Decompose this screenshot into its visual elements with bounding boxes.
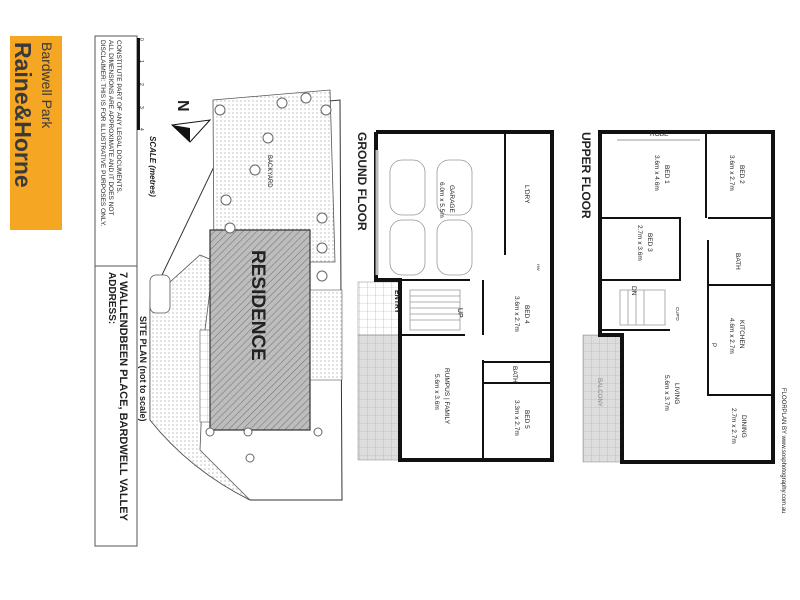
uf-robe-label: ROBE bbox=[650, 131, 669, 138]
gf-entry-label: ENTRY bbox=[393, 290, 400, 314]
uf-dining-size: 2.7m x 2.7m bbox=[730, 408, 737, 444]
footer-credit: FLOORPLAN BY www.sosphotography.com.au bbox=[780, 388, 786, 514]
scale-tick-3: 3 bbox=[138, 106, 144, 109]
uf-bed1-size: 3.6m x 4.6m bbox=[653, 155, 660, 191]
gf-bed5-name: BED 5 bbox=[523, 410, 530, 429]
backyard-label: BACKYARD bbox=[266, 155, 272, 188]
uf-walls bbox=[598, 130, 775, 464]
residence-label: RESIDENCE bbox=[247, 250, 268, 361]
site-plan-title: SITE PLAN (not to scale) bbox=[138, 316, 148, 422]
disclaimer-line-1: DISCLAIMER: THIS IS FOR ILLUSTRATIVE PUR… bbox=[99, 40, 106, 226]
uf-cupboard-label: CUP'D bbox=[675, 307, 680, 321]
uf-kitchen-name: KITCHEN bbox=[738, 320, 745, 349]
side-yard-area bbox=[307, 289, 343, 381]
gf-garage-size: 6.0m x 5.5m bbox=[438, 182, 445, 218]
uf-living-size: 5.6m x 3.7m bbox=[663, 375, 670, 411]
disclaimer-line-2: ALL DIMENSIONS ARE APPROXIMATE AND IT DO… bbox=[107, 40, 114, 215]
scale-tick-2: 2 bbox=[138, 83, 144, 86]
gf-rumpus-name: RUMPUS | FAMILY bbox=[443, 368, 450, 425]
gf-rumpus-size: 5.6m x 3.6m bbox=[433, 374, 440, 410]
tree-icons bbox=[205, 92, 332, 463]
gf-hw-label: HW bbox=[536, 264, 541, 271]
uf-balcony-label: BALCONY bbox=[596, 378, 602, 407]
uf-bath-name: BATH bbox=[734, 253, 741, 270]
scale-tick-0: 0 bbox=[138, 38, 144, 41]
uf-bed3-name: BED 3 bbox=[646, 233, 653, 252]
gf-patio-tiles bbox=[357, 334, 401, 461]
uf-dining-name: DINING bbox=[740, 415, 747, 438]
uf-bed3-size: 2.7m x 3.6m bbox=[636, 225, 643, 261]
north-label: N bbox=[174, 100, 191, 112]
site-plan: SITE PLAN (not to scale) N BACKYARD RESI… bbox=[138, 89, 343, 501]
balcony-area bbox=[582, 334, 623, 463]
gf-laundry-name: L'DRY bbox=[523, 185, 530, 204]
upper-floor-plan: UPPER FLOOR ROBE BED 1 3.6m x 4.6m BED 2… bbox=[579, 130, 775, 464]
uf-stairs bbox=[619, 289, 666, 326]
address-label: ADDRESS: bbox=[106, 272, 117, 324]
gf-fixtures bbox=[389, 159, 473, 331]
gf-bed4-name: BED 4 bbox=[523, 305, 530, 324]
uf-kitchen-size: 4.6m x 2.7m bbox=[728, 318, 735, 354]
residence-footprint bbox=[209, 229, 311, 431]
gf-garage-name: GARAGE bbox=[448, 185, 455, 213]
uf-stairs-label: DN bbox=[630, 286, 637, 296]
gf-stairs-label: UP bbox=[456, 308, 463, 318]
scale-title: SCALE (metres) bbox=[148, 136, 157, 197]
address-value: 7 WALLENDBEEN PLACE, BARDWELL VALLEY bbox=[117, 272, 129, 522]
gf-bath-name: BATH bbox=[511, 366, 518, 383]
ground-floor-title: GROUND FLOOR bbox=[355, 132, 369, 231]
uf-bed1-name: BED 1 bbox=[663, 165, 670, 184]
gf-bed4-size: 3.6m x 2.7m bbox=[513, 296, 520, 332]
north-arrow-icon: N bbox=[170, 100, 212, 143]
gf-bed5-size: 3.3m x 2.7m bbox=[513, 400, 520, 436]
uf-living-name: LIVING bbox=[673, 383, 680, 404]
raine-horne-logo: Raine&Horne Bardwell Park bbox=[10, 36, 62, 230]
scale-bar-line bbox=[137, 38, 140, 130]
info-box bbox=[94, 35, 138, 547]
logo-brand: Raine&Horne bbox=[10, 42, 36, 188]
scale-tick-4: 4 bbox=[138, 128, 144, 131]
uf-bed2-name: BED 2 bbox=[738, 165, 745, 184]
logo-office: Bardwell Park bbox=[39, 42, 55, 129]
scale-bar: 0 1 2 3 4 bbox=[137, 38, 144, 131]
upper-floor-title: UPPER FLOOR bbox=[579, 132, 593, 219]
uf-pantry-label: P bbox=[710, 343, 716, 347]
car-icon bbox=[149, 274, 171, 314]
scale-tick-1: 1 bbox=[138, 60, 144, 63]
ground-floor-plan: GROUND FLOOR ENTRY UP GARAGE 6.0m x 5.5m… bbox=[355, 130, 554, 462]
disclaimer-line-3: CONSTITUTE PART OF ANY LEGAL DOCUMENTS. bbox=[115, 40, 122, 194]
uf-bed2-size: 3.6m x 2.7m bbox=[728, 155, 735, 191]
